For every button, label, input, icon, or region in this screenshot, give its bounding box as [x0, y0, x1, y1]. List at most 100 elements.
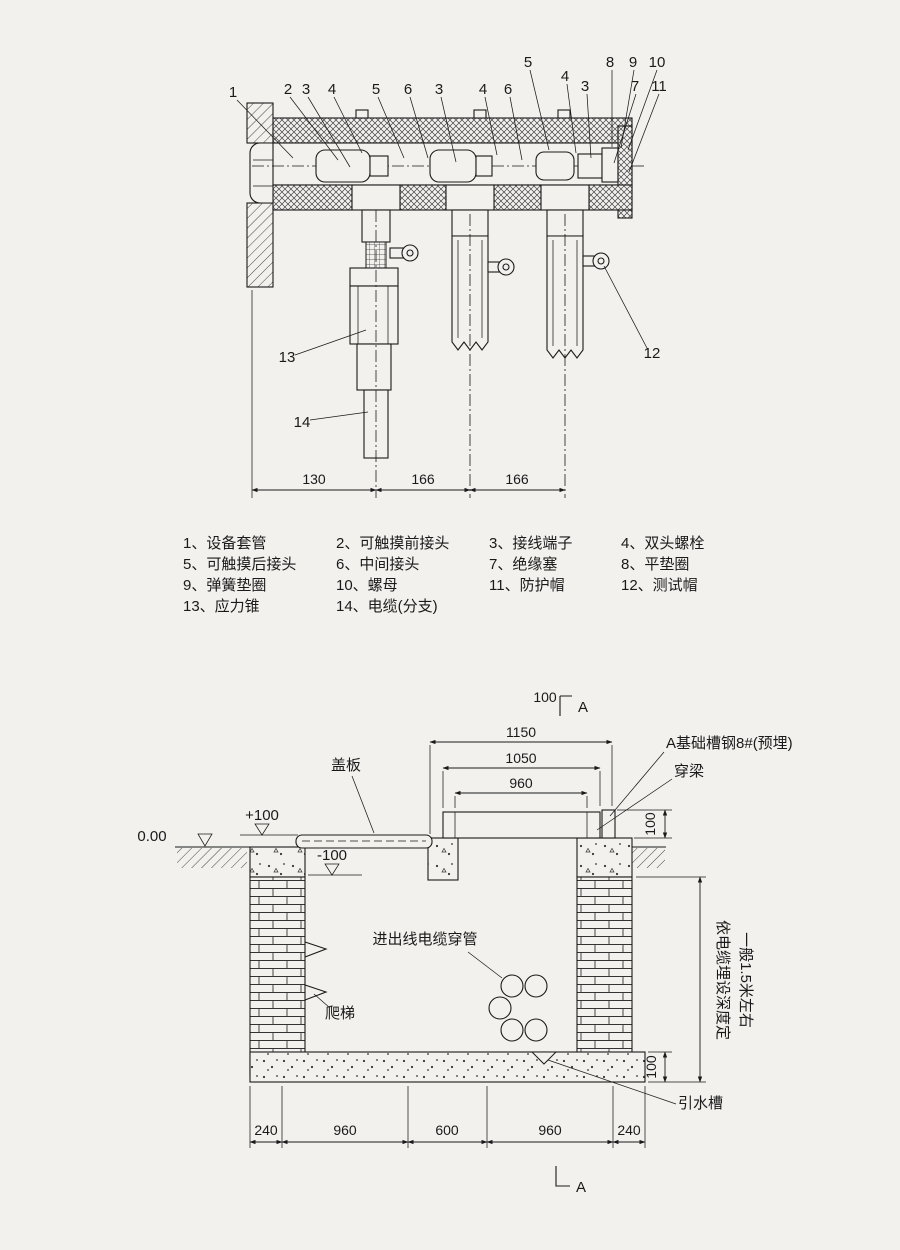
legend-item: 6、中间接头 — [336, 556, 419, 573]
cable-termination-1 — [349, 184, 419, 459]
stress-cone — [349, 285, 399, 345]
callout-14: 9 — [629, 54, 637, 71]
level-plus100: +100 — [245, 807, 279, 824]
pit-top-dimensions: 1150 1050 960 — [429, 724, 613, 834]
callout-8: 4 — [479, 81, 487, 98]
label-drain: 引水槽 — [678, 1095, 723, 1112]
test-point-2 — [497, 258, 515, 276]
legend-item: 12、测试帽 — [621, 577, 698, 594]
test-point-1 — [401, 244, 419, 262]
section-mark-top — [559, 695, 572, 716]
callout-19: 13 — [279, 349, 296, 366]
dim-960-right: 960 — [538, 1122, 562, 1138]
burial-depth-dimension: 依电缆埋设深度定 一般1.5米左右 — [636, 876, 754, 1083]
dim-1050: 1050 — [505, 750, 536, 766]
callout-16: 7 — [631, 78, 639, 95]
legend-item: 5、可触摸后接头 — [183, 556, 296, 573]
legend-item: 2、可触摸前接头 — [336, 535, 449, 552]
label-channel-steel: A基础槽钢8#(预埋) — [666, 735, 793, 752]
callout-17: 11 — [651, 78, 667, 95]
label-cover-plate: 盖板 — [331, 756, 361, 774]
level-marker-zero — [197, 833, 213, 847]
dim-166-b: 166 — [505, 471, 529, 487]
callout-10: 5 — [524, 54, 532, 71]
dim-600-center: 600 — [435, 1122, 459, 1138]
callout-20: 14 — [294, 414, 311, 431]
rear-connector — [535, 151, 575, 181]
legend-item: 9、弹簧垫圈 — [183, 577, 266, 594]
legend-item: 13、应力锥 — [183, 597, 260, 615]
bolt-head — [557, 109, 571, 119]
dim-130: 130 — [302, 471, 326, 487]
dim-240-left: 240 — [254, 1122, 278, 1138]
cable-trench-section: 100 A 0.00 +100 -100 — [137, 689, 792, 1196]
legend-item: 3、接线端子 — [489, 535, 572, 552]
callout-4: 4 — [328, 81, 336, 98]
floor-slab — [249, 1051, 646, 1083]
callout-1: 1 — [229, 84, 237, 101]
legend-item: 11、防护帽 — [489, 577, 565, 594]
section-top-dim: 100 — [533, 689, 557, 705]
label-cable-pipes: 进出线电缆穿管 — [372, 931, 477, 948]
legend-item: 7、绝缘塞 — [489, 555, 557, 573]
callout-18: 12 — [644, 345, 661, 362]
callout-5: 5 — [372, 81, 380, 98]
center-support — [427, 837, 459, 881]
middle-connector — [429, 149, 477, 183]
cable-termination-3 — [540, 184, 610, 359]
callout-leaders — [236, 69, 660, 421]
left-wall-cap — [249, 846, 306, 878]
dim-floor-thickness: 100 — [643, 1055, 659, 1079]
dim-960: 960 — [509, 775, 533, 791]
legend-item: 4、双头螺栓 — [621, 535, 704, 552]
beam — [442, 811, 601, 839]
section-top-letter: A — [578, 699, 588, 716]
dim-240-right: 240 — [617, 1122, 641, 1138]
callout-6: 6 — [404, 81, 412, 98]
coupler — [475, 155, 493, 177]
test-cap — [592, 252, 610, 270]
cover-plate — [295, 834, 433, 849]
legend-item: 8、平垫圈 — [621, 556, 689, 573]
top-dimension-chain: 130 166 166 — [251, 210, 566, 498]
callout-13: 8 — [606, 54, 614, 71]
end-piece — [577, 153, 603, 179]
wall-lower — [246, 202, 274, 288]
end-cap — [601, 147, 619, 183]
left-wall — [249, 876, 306, 1076]
parts-legend: 1、设备套管 2、可触摸前接头 3、接线端子 4、双头螺栓 5、可触摸后接头 6… — [183, 535, 704, 615]
bolt-head — [355, 109, 369, 119]
pit-bottom-dimensions: 240 960 600 960 240 — [249, 1086, 646, 1148]
depth-note-line1: 依电缆埋设深度定 — [714, 920, 731, 1040]
label-ladder: 爬梯 — [325, 1005, 355, 1022]
label-beam: 穿梁 — [674, 763, 704, 780]
coupler — [369, 155, 389, 177]
right-wall — [576, 876, 633, 1076]
callout-11: 4 — [561, 68, 569, 85]
callout-7: 3 — [435, 81, 443, 98]
dim-166-a: 166 — [411, 471, 435, 487]
callout-9: 6 — [504, 81, 512, 98]
callout-15: 10 — [649, 54, 666, 71]
right-wall-cap — [576, 837, 633, 878]
depth-note-line2: 一般1.5米左右 — [737, 932, 754, 1028]
top-mounting-band — [272, 117, 633, 144]
legend-item: 10、螺母 — [336, 577, 398, 594]
callout-3: 3 — [302, 81, 310, 98]
dim-960-left: 960 — [333, 1122, 357, 1138]
level-marker-plus — [254, 823, 270, 836]
dim-1150: 1150 — [506, 724, 536, 740]
floor-thickness-dimension: 100 — [643, 1051, 672, 1083]
wall-upper — [246, 102, 274, 144]
drain-notch — [530, 1051, 558, 1065]
section-bottom-letter: A — [576, 1179, 586, 1196]
cable-terminal-section: 1 2 3 4 5 6 3 4 6 5 4 3 8 9 10 7 11 12 1… — [229, 54, 667, 498]
legend-item: 1、设备套管 — [183, 535, 266, 552]
callout-12: 3 — [581, 78, 589, 95]
channel-steel — [601, 809, 616, 839]
dim-beam-height: 100 — [642, 812, 658, 836]
section-mark-bottom — [555, 1166, 570, 1187]
ladder-rung-2 — [304, 984, 328, 1001]
